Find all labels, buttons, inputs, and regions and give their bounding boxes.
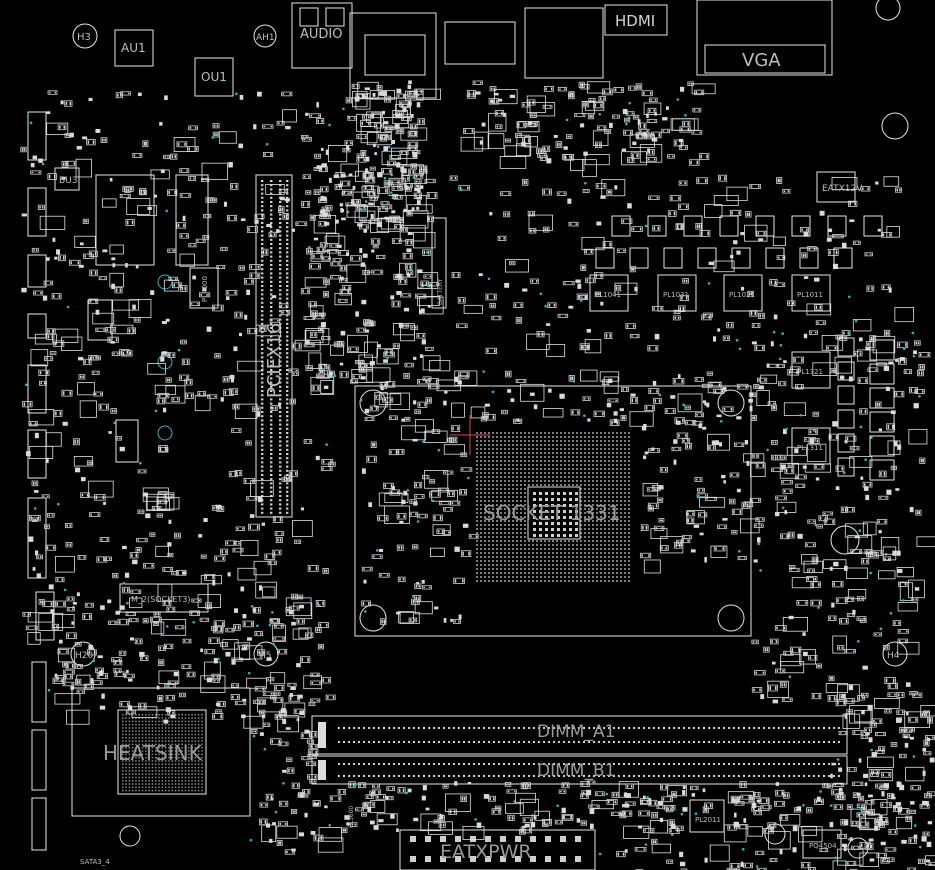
label-pl3600: PL3600 (348, 806, 355, 828)
label-pcie: PCIEX16 (264, 323, 285, 398)
eatxpwr-connector (399, 829, 596, 870)
battery-holder (431, 217, 447, 309)
label-pl1311: PL1311 (797, 444, 823, 452)
dimm-b1-slot (311, 755, 848, 785)
cpu-socket (354, 385, 752, 637)
label-dimm-a1: DIMM_A1 (537, 722, 615, 742)
audio-connector (291, 2, 353, 69)
label-eatx12v: EATX12V (822, 184, 863, 194)
label-audio: AUDIO (300, 27, 343, 42)
label-pq4504: PQ4504 (809, 842, 837, 850)
usb-connector (444, 21, 516, 65)
pl2011-choke (689, 799, 725, 833)
chip-ou1 (194, 57, 234, 97)
mount-hole-top-right (875, 0, 901, 21)
label-pl1021: PL1021 (729, 291, 755, 299)
top-connectors (72, 0, 909, 140)
label-pl1321: PL1321 (797, 368, 823, 376)
lan-usb-connector (349, 12, 437, 99)
label-au1: AU1 (121, 41, 146, 55)
chip-bu3 (54, 167, 80, 191)
label-hdmi: HDMI (615, 12, 655, 30)
mount-hole-right (881, 112, 909, 140)
label-pl1011: PL1011 (797, 291, 823, 299)
label-h3: H3 (77, 32, 91, 43)
small-components (20, 80, 935, 870)
label-h5: H5 (259, 651, 272, 661)
label-dimm-b1: DIMM_B1 (537, 761, 615, 781)
chip-au1 (114, 29, 154, 67)
label-ou1: OU1 (201, 70, 227, 84)
label-h4: H4 (887, 651, 900, 661)
label-pl2011: PL2011 (695, 816, 721, 824)
label-eatxpwr: EATXPWR (440, 841, 532, 863)
label-h20: H20 (75, 651, 93, 661)
label-battery: BATTERY (437, 278, 444, 305)
hdmi-connector (604, 4, 668, 36)
dp-connector (524, 7, 604, 79)
label-sata: SATA3_4 (80, 858, 110, 866)
label-vga: VGA (742, 50, 781, 71)
silkscreen-labels: H3 AU1 AH1 OU1 AUDIO HDMI VGA BU3 EATX12… (59, 12, 900, 866)
vga-connector (696, 0, 833, 76)
label-pl1041: PL1041 (595, 291, 621, 299)
label-heatsink: HEATSINK (103, 741, 203, 765)
label-bu3: BU3 (59, 176, 78, 186)
mount-hole-h3 (72, 23, 98, 49)
label-pl1031: PL1031 (663, 291, 689, 299)
pl4000-choke (189, 267, 219, 309)
label-socket: SOCKET 1331 (483, 501, 621, 525)
label-ah1: AH1 (256, 33, 275, 43)
mount-hole-h20 (70, 641, 96, 667)
pcie-x16-slot (255, 174, 293, 518)
eatx12v-connector (816, 171, 856, 203)
label-pl4000: PL4000 (201, 276, 209, 302)
label-m2: M_2(SOCKET3) (131, 595, 190, 604)
mount-hole-ah1 (253, 24, 277, 48)
